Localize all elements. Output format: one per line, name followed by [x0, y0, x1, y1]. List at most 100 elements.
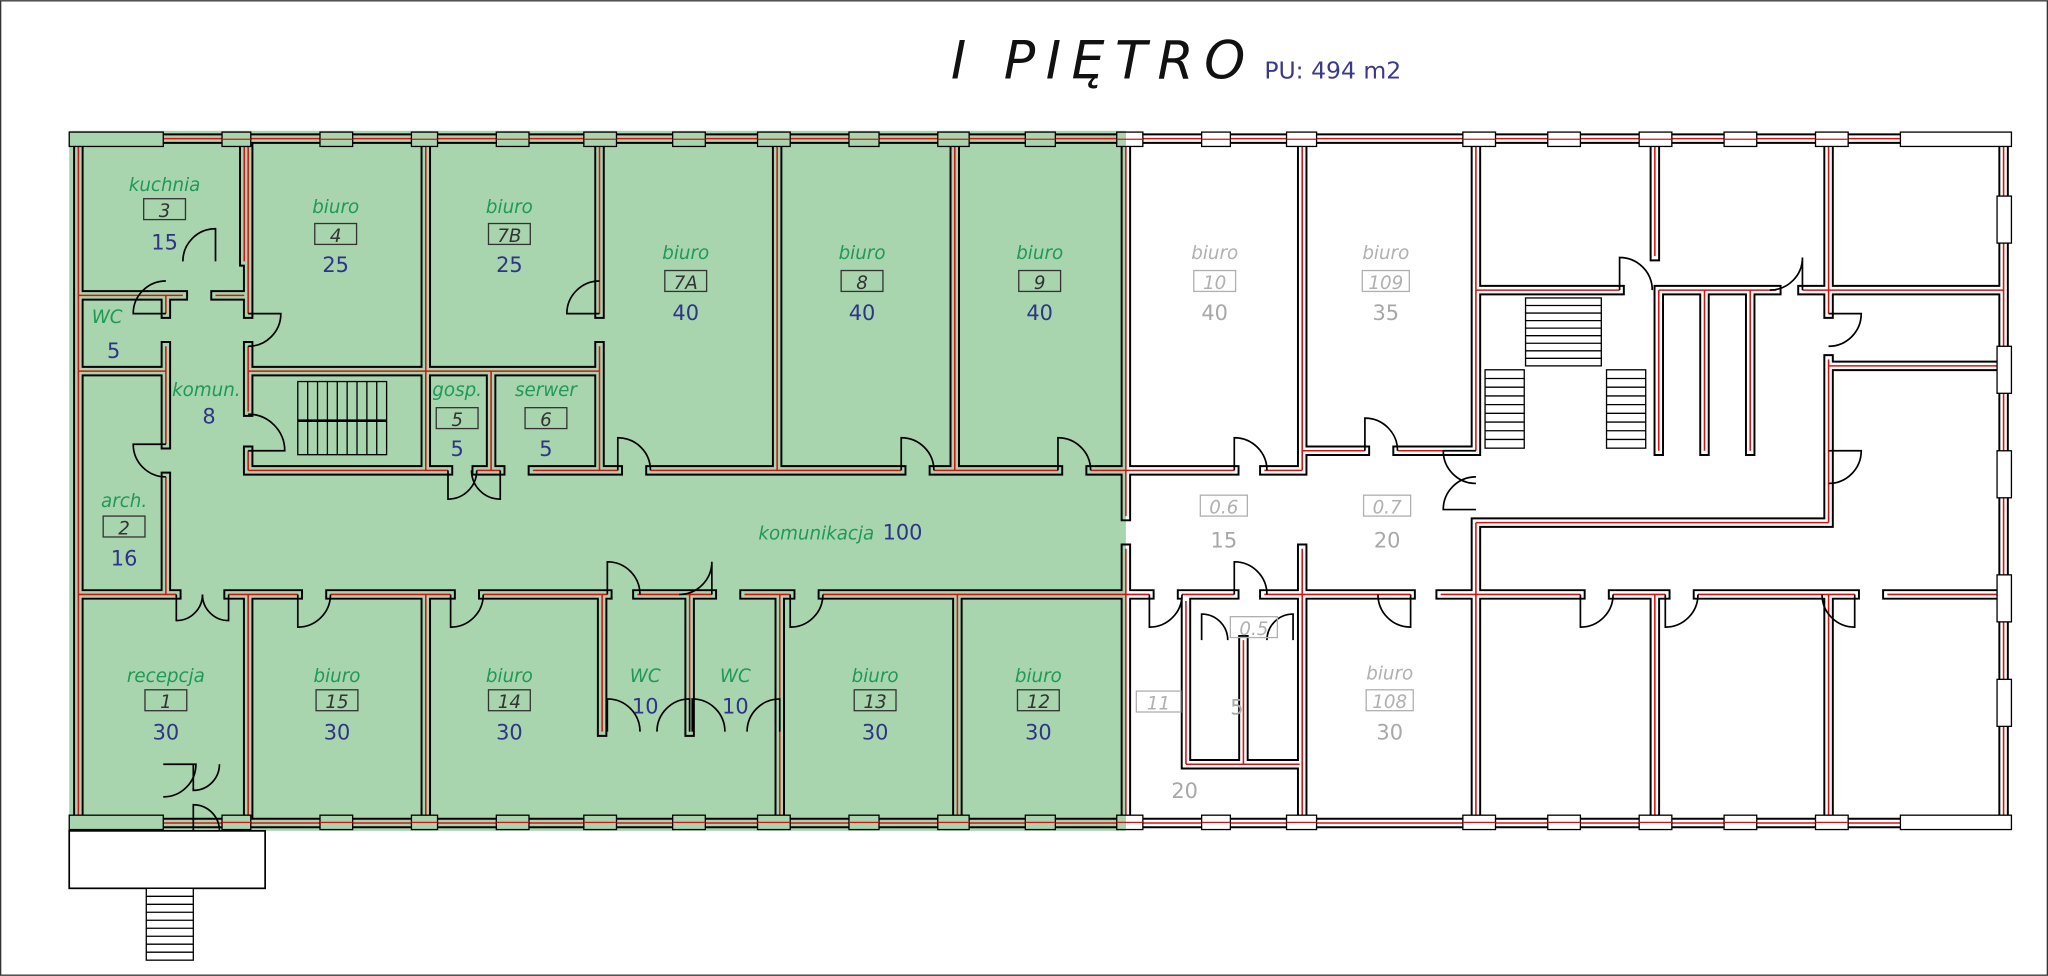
room-number: 0.7	[1373, 497, 1402, 518]
room-biuro-7b[interactable]: biuro 7B 25	[486, 197, 533, 277]
door-swing	[1377, 594, 1412, 628]
door-swing	[1148, 594, 1183, 628]
room-area: 25	[496, 253, 523, 277]
room-area: 15	[151, 231, 178, 255]
stair-outline	[145, 887, 194, 961]
room-number-box	[1193, 269, 1237, 293]
door-swing	[566, 280, 600, 315]
staircases	[297, 297, 1647, 456]
room-0-6[interactable]: 0.6 15	[1199, 494, 1248, 552]
room-komunikacja[interactable]: komunikacja 100	[758, 521, 922, 545]
room-biuro-15[interactable]: biuro 15 30	[314, 666, 361, 744]
room-11[interactable]: 11 20	[1135, 690, 1198, 803]
door-swing	[1442, 449, 1476, 485]
door-swing	[789, 594, 824, 628]
door-swing	[182, 227, 217, 262]
room-number-box	[840, 269, 884, 293]
window	[1996, 678, 2013, 728]
room-biuro-9[interactable]: biuro 9 40	[1016, 243, 1063, 325]
room-biuro-7a[interactable]: biuro 7A 40	[662, 243, 709, 325]
door-swing	[1769, 257, 1804, 291]
room-recepcja-1[interactable]: recepcja 1 30	[127, 666, 205, 744]
room-gosp-5[interactable]: gosp. 5 5	[432, 380, 482, 461]
room-name: biuro	[486, 197, 533, 218]
room-name: recepcja	[127, 666, 205, 687]
room-number-box	[1016, 689, 1060, 712]
window	[1899, 814, 2013, 831]
room-biuro-10[interactable]: biuro 10 40	[1191, 243, 1238, 325]
room-number: 7A	[674, 273, 698, 294]
room-biuro-8[interactable]: biuro 8 40	[839, 243, 886, 325]
door-swing	[606, 560, 641, 595]
room-biuro-109[interactable]: biuro 109 35	[1361, 243, 1410, 325]
door-swing	[691, 698, 726, 732]
door-swing	[248, 312, 282, 348]
room-name: WC	[630, 666, 661, 687]
room-komun[interactable]: komun. 8	[172, 380, 241, 428]
room-kuchnia-3[interactable]: kuchnia 3 15	[129, 175, 201, 255]
room-name: arch.	[101, 491, 147, 512]
entrance-landing	[68, 830, 266, 890]
room-area: 30	[496, 720, 523, 744]
room-biuro-12[interactable]: biuro 12 30	[1015, 666, 1062, 744]
room-number-box	[1361, 269, 1410, 293]
room-name: komun.	[172, 380, 241, 401]
door-swing	[900, 436, 935, 471]
room-number-box	[853, 689, 897, 712]
room-number-box	[1018, 269, 1062, 293]
door-swing	[1200, 613, 1229, 641]
room-wc-b[interactable]: WC 10	[720, 666, 751, 718]
door-swing	[1828, 449, 1863, 485]
room-wc-upper[interactable]: WC 5	[92, 307, 123, 363]
room-name: kuchnia	[129, 175, 201, 196]
door-swing	[746, 698, 781, 732]
room-area: 30	[862, 720, 889, 744]
staircase-east-right	[1605, 369, 1647, 449]
room-number-box	[1362, 494, 1412, 517]
room-number-box	[487, 689, 531, 712]
room-number-box	[524, 407, 568, 430]
room-name: komunikacja	[758, 524, 874, 545]
room-area: 5	[450, 437, 463, 461]
room-number: 5	[451, 410, 463, 431]
windows	[68, 131, 2013, 831]
door-swing	[1057, 436, 1092, 471]
room-0-7[interactable]: 0.7 20	[1362, 494, 1412, 552]
room-number: 10	[1203, 273, 1226, 294]
window	[1996, 195, 2013, 244]
door-swing	[447, 470, 478, 500]
room-number: 108	[1372, 692, 1407, 713]
staircase-east-left	[1484, 369, 1525, 449]
room-area: 15	[1211, 528, 1238, 552]
door-swing	[163, 763, 197, 798]
room-number-box	[314, 222, 358, 246]
room-serwer-6[interactable]: serwer 6 5	[515, 380, 578, 461]
room-arch-2[interactable]: arch. 2 16	[101, 491, 147, 571]
room-area: 40	[1201, 301, 1228, 325]
room-0-5[interactable]: 0.5 5	[1229, 615, 1279, 720]
door-swing	[1233, 560, 1268, 595]
window	[1899, 131, 2013, 148]
room-name: WC	[720, 666, 751, 687]
room-biuro-14[interactable]: biuro 14 30	[486, 666, 533, 744]
room-name: biuro	[852, 666, 899, 687]
floor-title: I PIĘTRO	[951, 32, 1256, 92]
room-number-box	[1135, 690, 1182, 713]
room-area: 40	[849, 301, 876, 325]
room-biuro-13[interactable]: biuro 13 30	[852, 666, 899, 744]
room-number-box	[1229, 615, 1279, 639]
room-number: 3	[159, 201, 171, 222]
doors	[132, 227, 1863, 831]
room-biuro-4[interactable]: biuro 4 25	[312, 197, 359, 277]
room-area: 30	[324, 720, 351, 744]
room-biuro-108[interactable]: biuro 108 30	[1365, 663, 1414, 744]
room-number: 12	[1027, 692, 1050, 713]
room-area: 25	[322, 253, 349, 277]
room-name: biuro	[1015, 666, 1062, 687]
room-name: biuro	[486, 666, 533, 687]
window	[1996, 345, 2013, 394]
door-swing	[1442, 476, 1476, 511]
room-area: 30	[153, 720, 180, 744]
room-name: biuro	[1362, 243, 1409, 264]
room-wc-a[interactable]: WC 10	[630, 666, 661, 718]
